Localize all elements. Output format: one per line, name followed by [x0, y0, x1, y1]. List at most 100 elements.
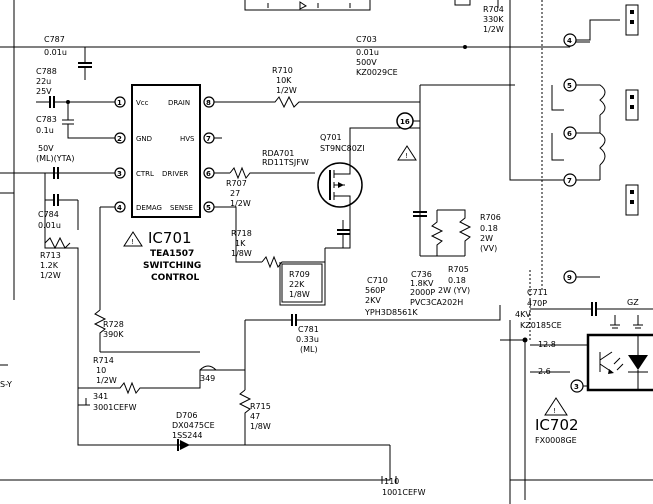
ic701-pin7-num: 7 [206, 135, 211, 143]
node-110: 110 1001CEFW [0, 445, 426, 497]
c711-voltage: 4KV [515, 310, 531, 319]
svg-text:9: 9 [567, 274, 572, 282]
r714-resistor: R714 10 1/2W [77, 300, 390, 446]
r718-ref: R718 [231, 229, 252, 238]
d706-part: DX0475CE [172, 421, 215, 430]
r705-power: 2W (YV) [438, 286, 470, 295]
test-point-16: 16 [396, 112, 420, 130]
ic701-part: TEA1507 [150, 249, 194, 259]
ic701-pin8-name: DRAIN [168, 99, 190, 107]
r709-ref: R709 [289, 270, 310, 279]
svg-text:4: 4 [567, 37, 572, 45]
top-component-fragment [244, 0, 471, 11]
c711-ref: C711 [527, 288, 548, 297]
d706-ref: D706 [176, 411, 197, 420]
c710-value: 560P [365, 286, 385, 295]
r705-resistor: R705 0.18 2W (YV) [430, 210, 470, 295]
c784-value: 0.01u [38, 221, 61, 230]
r704-power: 1/2W [483, 25, 504, 34]
c-50v-voltage: 50V [38, 144, 54, 153]
r710-power: 1/2W [276, 86, 297, 95]
r718-resistor: R718 1K 1/8W [231, 229, 326, 269]
r714-value: 10 [96, 366, 106, 375]
r705-ref: R705 [448, 265, 469, 274]
r710-resistor: R710 10K 1/2W [214, 66, 420, 109]
rda701-part: RD11TSJFW [262, 158, 309, 167]
c781-ref: C781 [298, 325, 319, 334]
ic702-pin3: 3 [574, 383, 579, 391]
c710-voltage: 2KV [365, 296, 381, 305]
ic701-function-1: SWITCHING [143, 261, 201, 271]
c703-ref: C703 [356, 35, 377, 44]
r709-resistor: R709 22K 1/8W [279, 262, 326, 306]
c788-capacitor: C788 22u 25V [36, 67, 112, 108]
r714-ref: R714 [93, 356, 114, 365]
c736-voltage: 1.8KV [410, 279, 434, 288]
c736-capacitor: C736 1.8KV 2000P PVC3CA202H [410, 211, 463, 307]
c783-value: 0.1u [36, 126, 54, 135]
node-349-label: 349 [200, 374, 215, 383]
ic701-warning-icon [123, 231, 143, 247]
ic701-function-2: CONTROL [151, 273, 200, 283]
svg-text:!: ! [553, 407, 556, 415]
r704-resistor: R704 330K 1/2W [483, 0, 504, 34]
svg-text:!: ! [131, 238, 134, 246]
r718-power: 1/8W [231, 249, 252, 258]
ic701-labels: ! IC701 TEA1507 SWITCHING CONTROL [123, 229, 201, 283]
ic701-pin3-num: 3 [117, 170, 122, 178]
r728-ref: R728 [103, 320, 124, 329]
c784-ref: C784 [38, 210, 59, 219]
d706-diode: D706 DX0475CE 1SS244 [172, 411, 215, 451]
c711-capacitor: C711 470P 4KV KZ0185CE GZ [515, 288, 653, 330]
ic701-pin6-name: DRIVER [162, 170, 189, 178]
c787-capacitor: C787 0.01u [44, 35, 92, 80]
left-partial-labels: S-Y [0, 364, 12, 389]
ic702-warning-icon [544, 397, 568, 416]
r715-resistor: R715 47 1/8W [238, 389, 271, 445]
r718-value: 1K [235, 239, 246, 248]
ic701-pin2-name: GND [136, 135, 152, 143]
ic701-pin5-name: SENSE [170, 204, 193, 212]
c710-ref: C710 [367, 276, 388, 285]
r728-resistor: R728 390K [93, 309, 124, 352]
gz-label: GZ [627, 298, 639, 307]
c787-value: 0.01u [44, 48, 67, 57]
left-y-label: S-Y [0, 380, 12, 389]
r706-value: 0.18 [480, 224, 498, 233]
r728-value: 390K [103, 330, 124, 339]
r706-resistor: R706 0.18 2W (VV) [437, 209, 501, 256]
r713-ref: R713 [40, 251, 61, 260]
c703-value: 0.01u [356, 48, 379, 57]
c-50v-capacitor: 50V (ML)(YTA) [36, 144, 74, 179]
c703-voltage: 500V [356, 58, 377, 67]
ic701-pin1-name: Vcc [136, 99, 149, 107]
c710-capacitor: C710 560P 2KV YPH3D8561K [337, 220, 418, 317]
c788-voltage: 25V [36, 87, 52, 96]
ic701-pin4-num: 4 [117, 204, 122, 212]
r713-power: 1/2W [40, 271, 61, 280]
svg-text:6: 6 [567, 130, 572, 138]
q701-warning-icon [397, 145, 417, 161]
r714-power: 1/2W [96, 376, 117, 385]
ic702-ref: IC702 [535, 416, 579, 434]
q701-ref: Q701 [320, 133, 342, 142]
rda701-resistor-array: RDA701 RD11TSJFW [229, 149, 315, 180]
r715-ref: R715 [250, 402, 271, 411]
node-110-ref: 110 [384, 477, 399, 486]
r704-ref: R704 [483, 5, 504, 14]
c736-value: 2000P [410, 288, 435, 297]
ic701-pin2-num: 2 [117, 135, 122, 143]
ic701-pin8-num: 8 [206, 99, 211, 107]
r707-value: 27 [230, 189, 240, 198]
r710-value: 10K [276, 76, 292, 85]
r707-power: 1/2W [230, 199, 251, 208]
d706-type: 1SS244 [172, 431, 203, 440]
ic701-pin3-name: CTRL [136, 170, 154, 178]
c788-value: 22u [36, 77, 51, 86]
r706-type: (VV) [480, 244, 497, 253]
r715-value: 47 [250, 412, 260, 421]
c781-value: 0.33u [296, 335, 319, 344]
q701-part: ST9NC80ZI [320, 144, 365, 153]
q701-transistor: Q701 ST9NC80ZI ! [317, 127, 420, 249]
